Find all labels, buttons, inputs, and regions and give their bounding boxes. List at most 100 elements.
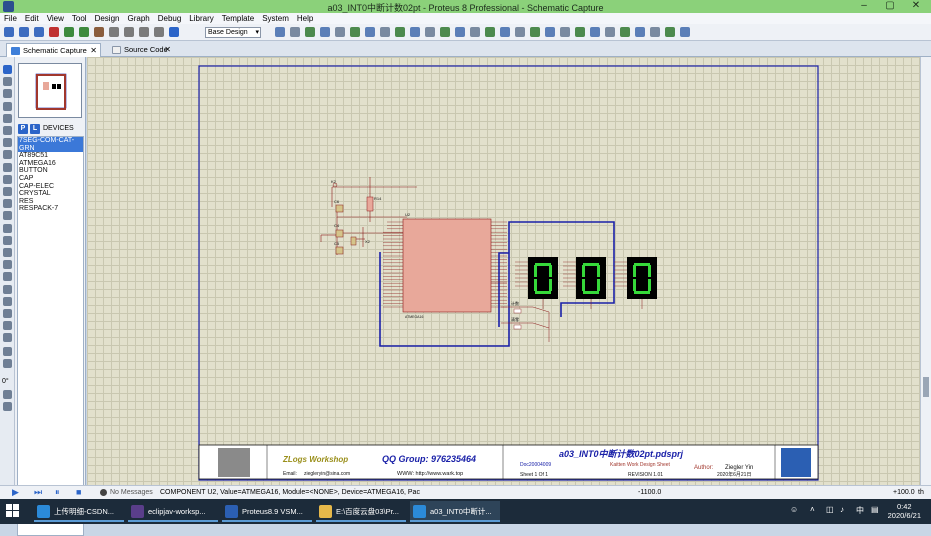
bill-icon[interactable] <box>680 27 690 37</box>
rotate-ccw-icon[interactable] <box>3 359 12 368</box>
zoom-all-icon[interactable] <box>350 27 360 37</box>
overview-window[interactable] <box>18 63 82 118</box>
decompose-icon[interactable] <box>560 27 570 37</box>
library-manager-button[interactable]: L <box>30 124 40 134</box>
block-delete-icon[interactable] <box>500 27 510 37</box>
device-item[interactable]: CAP-ELEC <box>19 182 55 190</box>
gerber-icon[interactable] <box>109 27 119 37</box>
close-tab-icon[interactable]: ✕ <box>164 45 171 54</box>
origin-icon[interactable] <box>290 27 300 37</box>
messages-count[interactable]: No Messages <box>110 489 153 496</box>
minimize-button[interactable]: – <box>861 0 867 11</box>
windows-start-icon[interactable] <box>6 504 20 518</box>
grid-icon[interactable] <box>275 27 285 37</box>
box-icon[interactable] <box>3 260 12 270</box>
design-explorer-icon[interactable] <box>620 27 630 37</box>
task-explorer[interactable]: E:\百度云盘03\Pr... <box>316 501 406 522</box>
component-icon[interactable] <box>3 77 12 87</box>
device-item[interactable]: ATMEGA16 <box>19 159 56 167</box>
circle-icon[interactable] <box>3 272 12 282</box>
menu-graph[interactable]: Graph <box>127 14 150 23</box>
task-eclipse[interactable]: eclipjav-worksp... <box>128 501 218 522</box>
menu-help[interactable]: Help <box>296 14 314 23</box>
library-icon[interactable] <box>154 27 164 37</box>
flip-h-icon[interactable] <box>3 390 12 399</box>
junction-icon[interactable] <box>3 89 12 99</box>
cut-icon[interactable] <box>410 27 420 37</box>
terminals-icon[interactable] <box>3 150 12 160</box>
text-icon[interactable] <box>3 309 12 318</box>
remove-sheet-icon[interactable] <box>650 27 660 37</box>
pick-devices-button[interactable]: P <box>18 124 28 134</box>
notes-icon[interactable] <box>139 27 149 37</box>
exit-parent-icon[interactable] <box>665 27 675 37</box>
redo-icon[interactable] <box>395 27 405 37</box>
task-proteus[interactable]: a03_INT0中断计... <box>410 501 500 522</box>
design-select[interactable]: Base Design▾ <box>205 27 261 38</box>
block-copy-icon[interactable] <box>455 27 465 37</box>
probe-current-icon[interactable] <box>3 223 12 233</box>
open-icon[interactable] <box>19 27 29 37</box>
task-word[interactable]: Proteus8.9 VSM... <box>222 501 312 522</box>
home-icon[interactable] <box>64 27 74 37</box>
select-icon[interactable] <box>3 65 12 74</box>
block-rotate-icon[interactable] <box>485 27 495 37</box>
wire-label-icon[interactable] <box>3 101 12 111</box>
search-icon[interactable] <box>590 27 600 37</box>
tab-source-code[interactable]: Source Code ✕ <box>108 43 174 57</box>
arc-icon[interactable] <box>3 284 12 294</box>
subcircuit-icon[interactable] <box>3 138 12 148</box>
flip-v-icon[interactable] <box>3 402 12 411</box>
overview-viewport-box[interactable] <box>36 74 66 110</box>
pause-icon[interactable]: ⏸ <box>55 487 60 497</box>
bus-icon[interactable] <box>3 126 12 135</box>
probe-voltage-icon[interactable] <box>3 211 12 221</box>
tray-chevron-up-icon[interactable]: ˄ <box>810 505 815 514</box>
tab-schematic-capture[interactable]: Schematic Capture ✕ <box>6 43 101 57</box>
menu-template[interactable]: Template <box>221 14 255 23</box>
menu-debug[interactable]: Debug <box>157 14 182 23</box>
device-item[interactable]: 7SEG-COM-CAT-GRN <box>18 137 83 153</box>
symbol-icon[interactable] <box>3 321 12 331</box>
close-window-button[interactable]: ✕ <box>911 0 921 11</box>
generator-icon[interactable] <box>3 199 12 209</box>
marker-icon[interactable] <box>3 333 12 343</box>
menu-edit[interactable]: Edit <box>24 14 39 23</box>
wire-autorouter-icon[interactable] <box>575 27 585 37</box>
device-pins-icon[interactable] <box>3 162 12 172</box>
zoom-area-icon[interactable] <box>365 27 375 37</box>
zoom-out-icon[interactable] <box>335 27 345 37</box>
task-csdn[interactable]: 上传明细-CSDN... <box>34 501 124 522</box>
path-icon[interactable] <box>3 296 12 306</box>
tray-person-icon[interactable]: ☺ <box>790 505 799 514</box>
device-item[interactable]: CAP <box>19 174 34 182</box>
close-icon[interactable] <box>49 27 59 37</box>
text-script-icon[interactable] <box>3 113 12 123</box>
schematic-icon[interactable] <box>79 27 89 37</box>
play-icon[interactable]: ▶ <box>12 487 19 497</box>
menu-tool[interactable]: Tool <box>71 14 87 23</box>
stop-icon[interactable]: ■ <box>76 487 82 497</box>
clock[interactable]: 0:42 2020/6/21 <box>888 502 921 520</box>
schematic-canvas[interactable]: K2 R14 C6 C4 C5 X2 U2 ATMEGA16 计数 清零 000… <box>87 57 920 485</box>
tray-notification-icon[interactable]: ▤ <box>871 505 879 514</box>
close-tab-icon[interactable]: ✕ <box>90 46 97 55</box>
device-item[interactable]: CRYSTAL <box>19 190 51 198</box>
new-sheet-icon[interactable] <box>635 27 645 37</box>
tray-volume-icon[interactable]: ♪ <box>840 505 844 514</box>
help-icon[interactable] <box>169 27 179 37</box>
paste-icon[interactable] <box>440 27 450 37</box>
menu-library[interactable]: Library <box>189 14 214 23</box>
menu-system[interactable]: System <box>262 14 289 23</box>
package-icon[interactable] <box>545 27 555 37</box>
menu-design[interactable]: Design <box>94 14 120 23</box>
graph-icon[interactable] <box>3 174 12 184</box>
maximize-button[interactable]: ▢ <box>885 0 895 11</box>
save-icon[interactable] <box>34 27 44 37</box>
new-icon[interactable] <box>4 27 14 37</box>
property-icon[interactable] <box>605 27 615 37</box>
line-icon[interactable] <box>3 248 12 257</box>
zoom-in-icon[interactable] <box>320 27 330 37</box>
bom-icon[interactable] <box>124 27 134 37</box>
step-icon[interactable]: ⏭ <box>34 487 43 497</box>
